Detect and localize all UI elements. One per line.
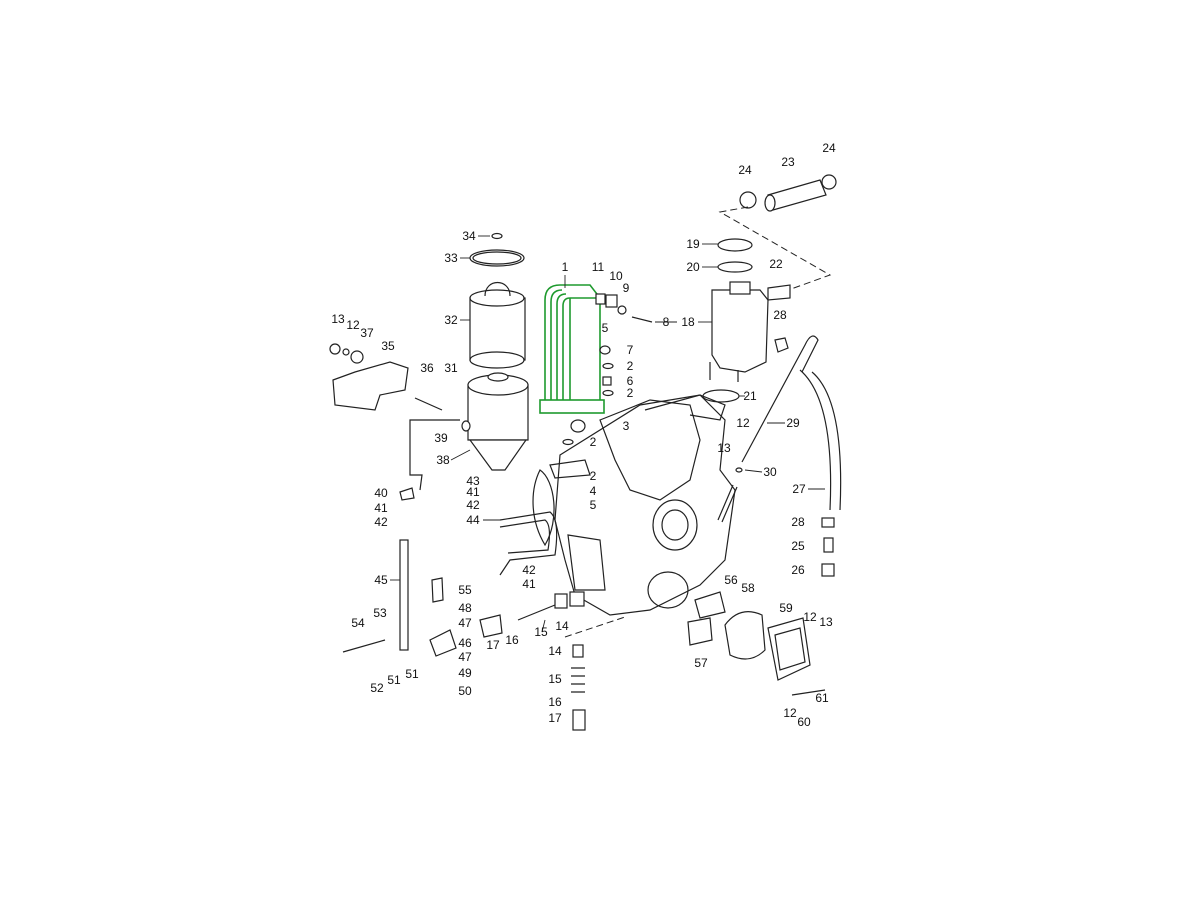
part-callout-53[interactable]: 53 bbox=[373, 606, 387, 620]
part-callout-11[interactable]: 11 bbox=[591, 260, 605, 274]
oil-filter-assembly bbox=[461, 232, 529, 471]
part-callout-47[interactable]: 47 bbox=[458, 616, 472, 630]
part-callout-58[interactable]: 58 bbox=[741, 581, 755, 595]
leader-lines bbox=[390, 235, 825, 633]
part-callout-16[interactable]: 16 bbox=[548, 695, 562, 709]
part-callout-5[interactable]: 5 bbox=[589, 498, 597, 512]
part-callout-45[interactable]: 45 bbox=[374, 573, 388, 587]
part-callout-60[interactable]: 60 bbox=[797, 715, 811, 729]
part-callout-2[interactable]: 2 bbox=[626, 359, 634, 373]
part-callout-50[interactable]: 50 bbox=[458, 684, 472, 698]
part-callout-55[interactable]: 55 bbox=[458, 583, 472, 597]
part-callout-52[interactable]: 52 bbox=[370, 681, 384, 695]
part-callout-38[interactable]: 38 bbox=[436, 453, 450, 467]
part-callout-25[interactable]: 25 bbox=[791, 539, 805, 553]
part-callout-24[interactable]: 24 bbox=[822, 141, 836, 155]
part-callout-36[interactable]: 36 bbox=[420, 361, 434, 375]
part-callout-12[interactable]: 12 bbox=[346, 318, 360, 332]
part-callout-5[interactable]: 5 bbox=[601, 321, 609, 335]
pump-parts bbox=[687, 591, 826, 696]
part-callout-18[interactable]: 18 bbox=[681, 315, 695, 329]
part-callout-59[interactable]: 59 bbox=[779, 601, 793, 615]
part-callout-24[interactable]: 24 bbox=[738, 163, 752, 177]
bracket-and-lines bbox=[329, 343, 626, 731]
part-callout-49[interactable]: 49 bbox=[458, 666, 472, 680]
part-callout-16[interactable]: 16 bbox=[505, 633, 519, 647]
part-callout-2[interactable]: 2 bbox=[589, 435, 597, 449]
engine-case bbox=[532, 394, 738, 616]
part-callout-13[interactable]: 13 bbox=[819, 615, 833, 629]
hose bbox=[718, 174, 837, 294]
part-callout-61[interactable]: 61 bbox=[815, 691, 829, 705]
part-callout-17[interactable]: 17 bbox=[486, 638, 500, 652]
part-callout-54[interactable]: 54 bbox=[351, 616, 365, 630]
part-callout-12[interactable]: 12 bbox=[783, 706, 797, 720]
part-callout-12[interactable]: 12 bbox=[803, 610, 817, 624]
part-callout-51[interactable]: 51 bbox=[387, 673, 401, 687]
part-callout-33[interactable]: 33 bbox=[444, 251, 458, 265]
part-callout-30[interactable]: 30 bbox=[763, 465, 777, 479]
part-callout-21[interactable]: 21 bbox=[743, 389, 757, 403]
fittings bbox=[562, 293, 653, 446]
part-callout-13[interactable]: 13 bbox=[331, 312, 345, 326]
part-callout-6[interactable]: 6 bbox=[626, 374, 634, 388]
part-callout-43[interactable]: 43 bbox=[466, 474, 480, 488]
part-callout-31[interactable]: 31 bbox=[444, 361, 458, 375]
part-callout-3[interactable]: 3 bbox=[622, 419, 630, 433]
part-callout-2[interactable]: 2 bbox=[626, 386, 634, 400]
oil-tank bbox=[702, 238, 791, 403]
part-callout-28[interactable]: 28 bbox=[773, 308, 787, 322]
part-callout-41[interactable]: 41 bbox=[522, 577, 536, 591]
part-callout-42[interactable]: 42 bbox=[374, 515, 388, 529]
part-callout-9[interactable]: 9 bbox=[622, 281, 630, 295]
part-callout-42[interactable]: 42 bbox=[522, 563, 536, 577]
part-callout-1[interactable]: 1 bbox=[561, 260, 569, 274]
part-callout-22[interactable]: 22 bbox=[769, 257, 783, 271]
part-callout-40[interactable]: 40 bbox=[374, 486, 388, 500]
part-callout-39[interactable]: 39 bbox=[434, 431, 448, 445]
part-callout-28[interactable]: 28 bbox=[791, 515, 805, 529]
part-callout-56[interactable]: 56 bbox=[724, 573, 738, 587]
part-callout-44[interactable]: 44 bbox=[466, 513, 480, 527]
part-callout-51[interactable]: 51 bbox=[405, 667, 419, 681]
part-callout-42[interactable]: 42 bbox=[466, 498, 480, 512]
part-callout-2[interactable]: 2 bbox=[589, 469, 597, 483]
part-callout-15[interactable]: 15 bbox=[548, 672, 562, 686]
oil-cooler bbox=[539, 284, 605, 414]
part-callout-37[interactable]: 37 bbox=[360, 326, 374, 340]
part-callout-4[interactable]: 4 bbox=[589, 484, 597, 498]
part-callout-48[interactable]: 48 bbox=[458, 601, 472, 615]
part-callout-17[interactable]: 17 bbox=[548, 711, 562, 725]
part-callout-15[interactable]: 15 bbox=[534, 625, 548, 639]
part-callout-14[interactable]: 14 bbox=[548, 644, 562, 658]
part-callout-41[interactable]: 41 bbox=[374, 501, 388, 515]
part-callout-12[interactable]: 12 bbox=[736, 416, 750, 430]
part-callout-32[interactable]: 32 bbox=[444, 313, 458, 327]
part-callout-20[interactable]: 20 bbox=[686, 260, 700, 274]
part-callout-46[interactable]: 46 bbox=[458, 636, 472, 650]
part-callout-13[interactable]: 13 bbox=[717, 441, 731, 455]
part-callout-34[interactable]: 34 bbox=[462, 229, 476, 243]
dipstick bbox=[735, 335, 842, 577]
part-callout-14[interactable]: 14 bbox=[555, 619, 569, 633]
part-callout-23[interactable]: 23 bbox=[781, 155, 795, 169]
part-callout-41[interactable]: 41 bbox=[466, 485, 480, 499]
part-callout-7[interactable]: 7 bbox=[626, 343, 634, 357]
part-callout-19[interactable]: 19 bbox=[686, 237, 700, 251]
part-callout-35[interactable]: 35 bbox=[381, 339, 395, 353]
part-callout-10[interactable]: 10 bbox=[609, 269, 623, 283]
part-callout-47[interactable]: 47 bbox=[458, 650, 472, 664]
part-callout-29[interactable]: 29 bbox=[786, 416, 800, 430]
part-callout-26[interactable]: 26 bbox=[791, 563, 805, 577]
part-callout-57[interactable]: 57 bbox=[694, 656, 708, 670]
part-callout-8[interactable]: 8 bbox=[662, 315, 670, 329]
part-callout-27[interactable]: 27 bbox=[792, 482, 806, 496]
